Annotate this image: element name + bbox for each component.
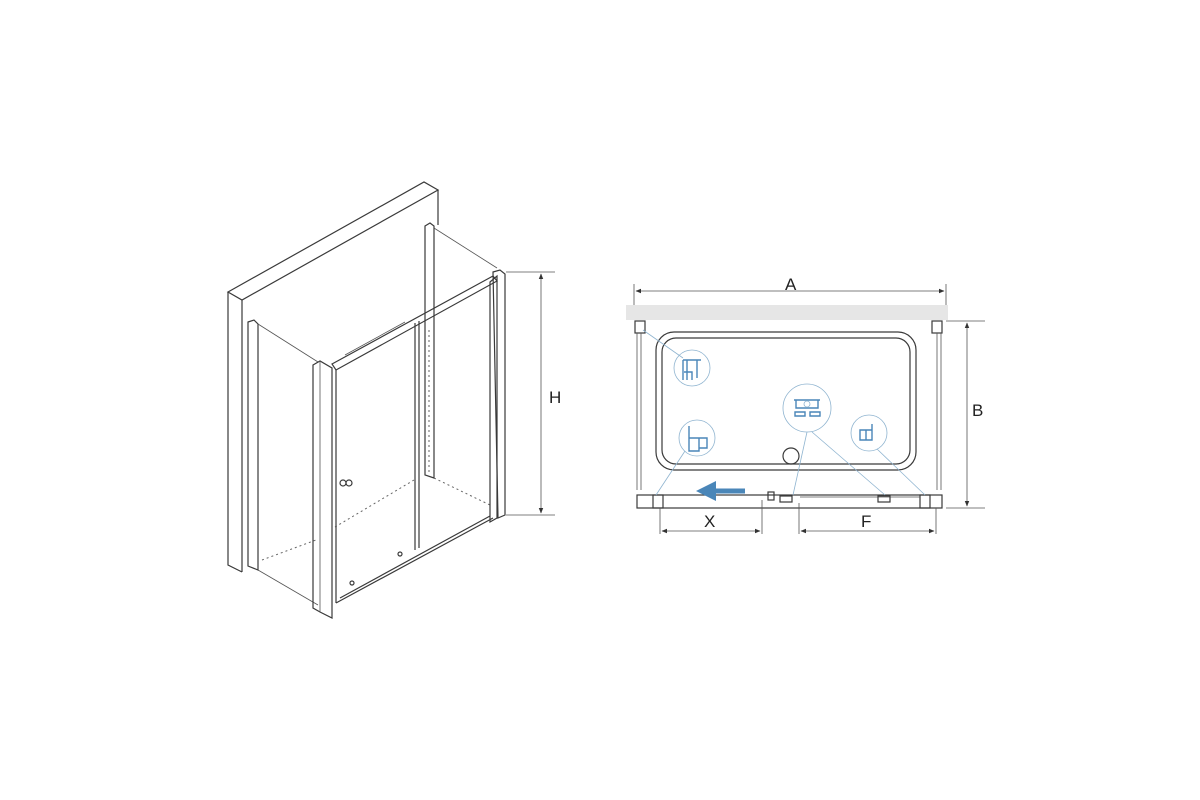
roller-icon bbox=[397, 551, 403, 557]
depth-dimension: B bbox=[946, 320, 985, 509]
plan-view: A bbox=[626, 275, 985, 534]
wall-profile-detail-icon bbox=[673, 349, 711, 387]
opening-dimension: X bbox=[659, 500, 763, 534]
fixed-panel-dimension: F bbox=[798, 503, 937, 534]
roller-detail-icon bbox=[782, 383, 832, 433]
detail-callouts bbox=[642, 329, 926, 496]
sliding-door-frame bbox=[331, 269, 506, 604]
drain-icon bbox=[782, 447, 800, 465]
corner-post bbox=[312, 360, 333, 619]
wall bbox=[226, 181, 440, 573]
back-profile bbox=[334, 222, 498, 528]
width-label: A bbox=[785, 275, 797, 294]
height-dimension: H bbox=[506, 271, 561, 516]
corner-profile-detail-icon bbox=[678, 419, 716, 457]
end-profile-detail-icon bbox=[850, 414, 888, 452]
roller-icon bbox=[349, 580, 355, 586]
side-fixed-panel bbox=[247, 319, 319, 606]
front-rail bbox=[636, 491, 943, 509]
fixed-panel-label: F bbox=[861, 512, 871, 531]
wall-band bbox=[626, 305, 948, 320]
shower-tray bbox=[655, 331, 917, 471]
height-label: H bbox=[549, 388, 561, 407]
wall-profiles bbox=[634, 320, 943, 490]
door-handle[interactable] bbox=[339, 479, 353, 487]
depth-label: B bbox=[972, 401, 983, 420]
isometric-view: H bbox=[226, 181, 561, 619]
opening-label: X bbox=[704, 512, 715, 531]
